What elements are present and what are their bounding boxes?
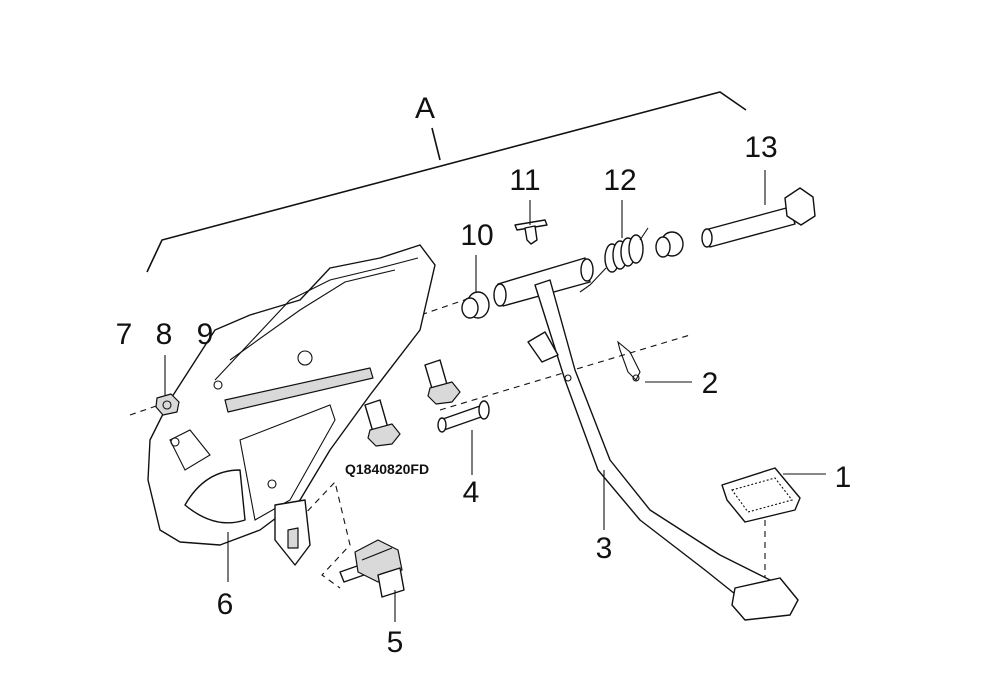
callout-8: 8: [156, 318, 173, 351]
stop-lamp-switch-part-5: [339, 539, 405, 598]
drawing-code: Q1840820FD: [345, 461, 429, 477]
pivot-bolt-part-13: [701, 187, 816, 248]
callout-A: A: [415, 92, 435, 125]
clevis-pin-part-4: [437, 400, 490, 433]
flange-bolts: [364, 359, 461, 447]
callout-1: 1: [835, 461, 852, 494]
callout-3: 3: [596, 532, 613, 565]
spring-part-12: [579, 227, 649, 293]
pedal-pad-part-1: [721, 467, 801, 523]
callout-2: 2: [702, 367, 719, 400]
bushing-part-10: [461, 291, 490, 319]
callout-11: 11: [509, 164, 540, 197]
leader-lines: [164, 170, 826, 622]
callout-10: 10: [460, 219, 493, 252]
callout-13: 13: [744, 131, 777, 164]
callout-6: 6: [217, 588, 234, 621]
pedal-arm-part-3: [527, 279, 799, 621]
callout-12: 12: [603, 164, 636, 197]
assembly-bracket: [146, 91, 747, 273]
callout-7: 7: [116, 318, 133, 351]
nut-part-8: [155, 393, 180, 416]
cotter-pin-part-2: [617, 340, 641, 382]
callout-4: 4: [463, 476, 480, 509]
clip-part-11: [514, 219, 548, 245]
callout-5: 5: [387, 626, 404, 659]
callout-9: 9: [197, 318, 214, 351]
pedal-bracket-part-6: [147, 244, 436, 566]
bushing-small: [655, 231, 684, 258]
